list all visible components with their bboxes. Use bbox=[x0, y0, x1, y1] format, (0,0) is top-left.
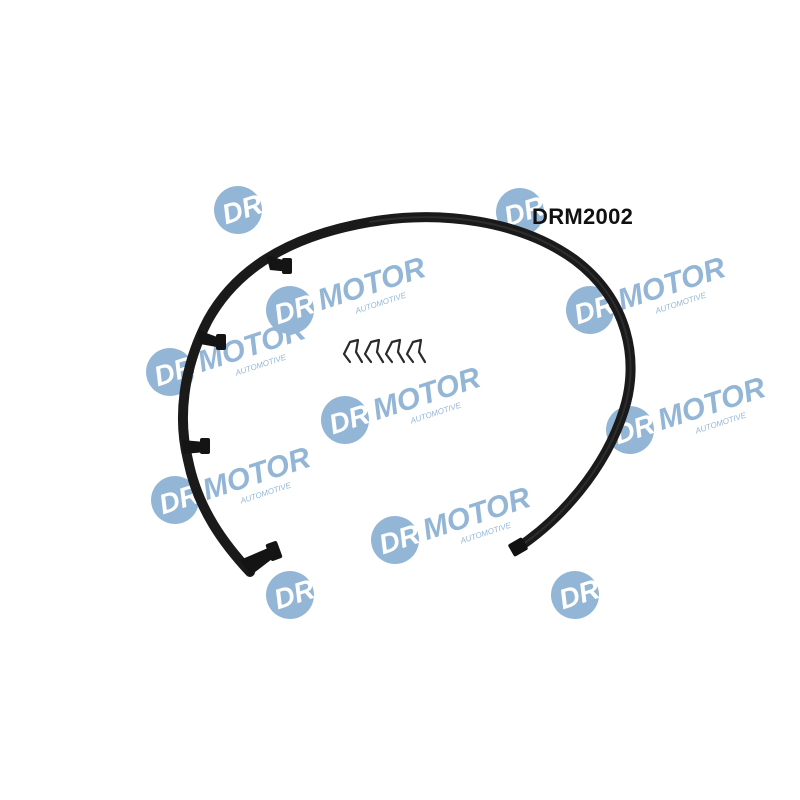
brand-watermark: DR. bbox=[266, 571, 326, 619]
brand-watermark: DR. bbox=[551, 571, 611, 619]
retaining-clip bbox=[342, 338, 364, 364]
injector-connector bbox=[198, 330, 226, 350]
brand-watermark: DR. bbox=[214, 186, 274, 234]
injector-connector bbox=[266, 255, 292, 274]
injector-connector bbox=[182, 438, 210, 454]
product-code: DRM2002 bbox=[532, 204, 634, 229]
retaining-clip bbox=[405, 338, 427, 364]
retaining-clip bbox=[384, 338, 406, 364]
retaining-clip bbox=[363, 338, 385, 364]
retaining-clips bbox=[342, 338, 427, 364]
injector-connector bbox=[240, 541, 283, 576]
